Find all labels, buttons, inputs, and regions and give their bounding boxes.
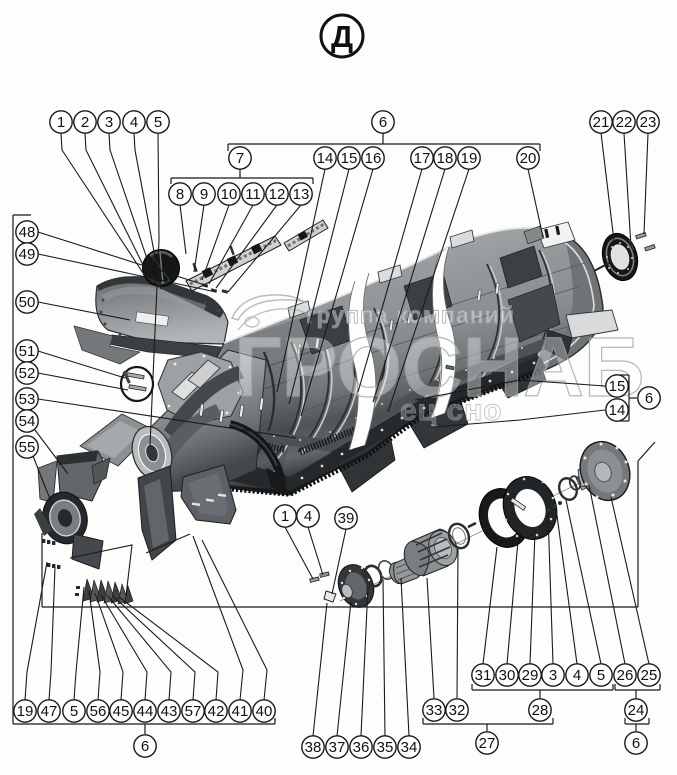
svg-text:6: 6 bbox=[141, 738, 149, 755]
svg-text:43: 43 bbox=[161, 703, 178, 720]
svg-text:47: 47 bbox=[41, 703, 58, 720]
svg-text:12: 12 bbox=[269, 186, 286, 203]
svg-text:ГРОСНАБ: ГРОСНАБ bbox=[234, 320, 644, 414]
svg-text:6: 6 bbox=[379, 114, 387, 131]
svg-text:35: 35 bbox=[377, 739, 394, 756]
svg-text:5: 5 bbox=[597, 667, 605, 684]
svg-text:27: 27 bbox=[479, 735, 496, 752]
svg-text:8: 8 bbox=[176, 186, 184, 203]
svg-text:25: 25 bbox=[641, 667, 658, 684]
svg-text:30: 30 bbox=[499, 667, 516, 684]
svg-text:4: 4 bbox=[304, 508, 312, 525]
svg-text:ец сно: ец сно bbox=[400, 394, 503, 427]
svg-text:17: 17 bbox=[414, 150, 431, 167]
svg-text:19: 19 bbox=[17, 703, 34, 720]
svg-text:31: 31 bbox=[475, 667, 492, 684]
svg-text:Д: Д bbox=[331, 19, 353, 54]
svg-text:3: 3 bbox=[549, 667, 557, 684]
svg-text:18: 18 bbox=[437, 150, 454, 167]
svg-text:2: 2 bbox=[81, 114, 89, 131]
svg-text:48: 48 bbox=[19, 224, 36, 241]
svg-text:4: 4 bbox=[130, 114, 138, 131]
svg-text:29: 29 bbox=[522, 667, 539, 684]
svg-text:40: 40 bbox=[256, 703, 273, 720]
svg-text:37: 37 bbox=[329, 739, 346, 756]
svg-text:33: 33 bbox=[426, 702, 443, 719]
svg-text:57: 57 bbox=[185, 703, 202, 720]
svg-text:50: 50 bbox=[19, 294, 36, 311]
svg-text:7: 7 bbox=[236, 150, 244, 167]
svg-text:1: 1 bbox=[281, 508, 289, 525]
svg-text:51: 51 bbox=[19, 343, 36, 360]
svg-text:23: 23 bbox=[640, 114, 657, 131]
svg-text:44: 44 bbox=[137, 703, 154, 720]
svg-text:32: 32 bbox=[449, 702, 466, 719]
svg-text:55: 55 bbox=[19, 439, 36, 456]
svg-text:28: 28 bbox=[532, 702, 549, 719]
svg-text:52: 52 bbox=[19, 365, 36, 382]
svg-text:6: 6 bbox=[632, 735, 640, 752]
svg-text:20: 20 bbox=[520, 150, 537, 167]
svg-text:15: 15 bbox=[609, 378, 626, 395]
svg-text:24: 24 bbox=[628, 702, 645, 719]
svg-text:22: 22 bbox=[616, 114, 633, 131]
svg-text:14: 14 bbox=[609, 402, 626, 419]
svg-text:6: 6 bbox=[645, 390, 653, 407]
svg-text:41: 41 bbox=[232, 703, 249, 720]
svg-text:56: 56 bbox=[90, 703, 107, 720]
svg-text:9: 9 bbox=[200, 186, 208, 203]
svg-text:21: 21 bbox=[593, 114, 610, 131]
svg-text:34: 34 bbox=[401, 739, 418, 756]
svg-text:5: 5 bbox=[70, 703, 78, 720]
svg-text:39: 39 bbox=[338, 510, 355, 527]
svg-text:группа компаний: группа компаний bbox=[306, 302, 515, 328]
svg-text:54: 54 bbox=[19, 413, 36, 430]
svg-text:19: 19 bbox=[461, 150, 478, 167]
svg-text:16: 16 bbox=[365, 150, 382, 167]
svg-text:1: 1 bbox=[57, 114, 65, 131]
svg-text:15: 15 bbox=[341, 150, 358, 167]
svg-text:14: 14 bbox=[317, 150, 334, 167]
svg-text:10: 10 bbox=[221, 186, 238, 203]
svg-text:38: 38 bbox=[305, 739, 322, 756]
svg-text:11: 11 bbox=[245, 186, 261, 203]
svg-text:5: 5 bbox=[154, 114, 162, 131]
svg-text:4: 4 bbox=[573, 667, 581, 684]
svg-text:13: 13 bbox=[293, 186, 310, 203]
svg-text:42: 42 bbox=[208, 703, 225, 720]
svg-text:26: 26 bbox=[617, 667, 634, 684]
svg-text:45: 45 bbox=[113, 703, 130, 720]
svg-text:49: 49 bbox=[19, 246, 36, 263]
svg-text:3: 3 bbox=[105, 114, 113, 131]
svg-text:53: 53 bbox=[19, 391, 36, 408]
svg-text:36: 36 bbox=[353, 739, 370, 756]
